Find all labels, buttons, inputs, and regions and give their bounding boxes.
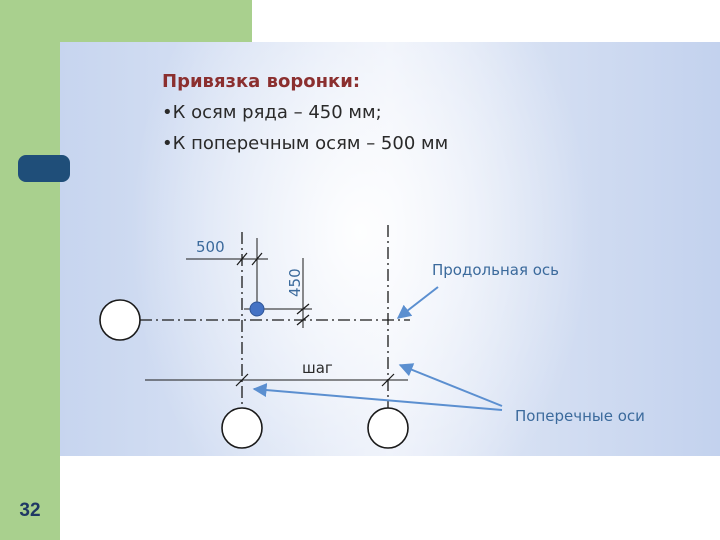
funnel-marker bbox=[249, 301, 265, 317]
arrow-to-right-transverse-axis bbox=[398, 363, 503, 407]
bullet-cross-axis: •К поперечным осям – 500 мм bbox=[162, 133, 449, 154]
content-panel bbox=[60, 42, 720, 456]
dim-450-tick-top bbox=[296, 303, 310, 315]
heading-block: Привязка воронки: •К осям ряда – 450 мм;… bbox=[162, 66, 702, 159]
step-tick-right bbox=[381, 373, 395, 387]
heading-title: Привязка воронки: bbox=[162, 71, 361, 92]
arrow-to-longitudinal-axis bbox=[396, 286, 439, 319]
column-circle-bottom-right bbox=[367, 407, 409, 449]
slide-number: 32 bbox=[19, 500, 41, 521]
dim-500-tick-left bbox=[236, 252, 248, 266]
longitudinal-axis-label: Продольная ось bbox=[432, 261, 559, 279]
bullet-row-axis: •К осям ряда – 450 мм; bbox=[162, 102, 382, 123]
dim-500-label: 500 bbox=[196, 238, 225, 256]
column-circle-left bbox=[99, 299, 141, 341]
left-accent-band bbox=[0, 0, 60, 540]
dim-450-tick-bottom bbox=[296, 314, 310, 326]
column-circle-bottom-left bbox=[221, 407, 263, 449]
arrow-to-left-transverse-axis bbox=[252, 383, 503, 411]
step-label: шаг bbox=[302, 359, 333, 377]
top-accent-band bbox=[60, 0, 252, 42]
transverse-axes-label: Поперечные оси bbox=[515, 407, 645, 425]
step-tick-left bbox=[235, 373, 249, 387]
dim-450-label: 450 bbox=[286, 268, 304, 297]
slide-tab-marker bbox=[18, 155, 70, 182]
dim-500-tick-right bbox=[251, 252, 263, 266]
